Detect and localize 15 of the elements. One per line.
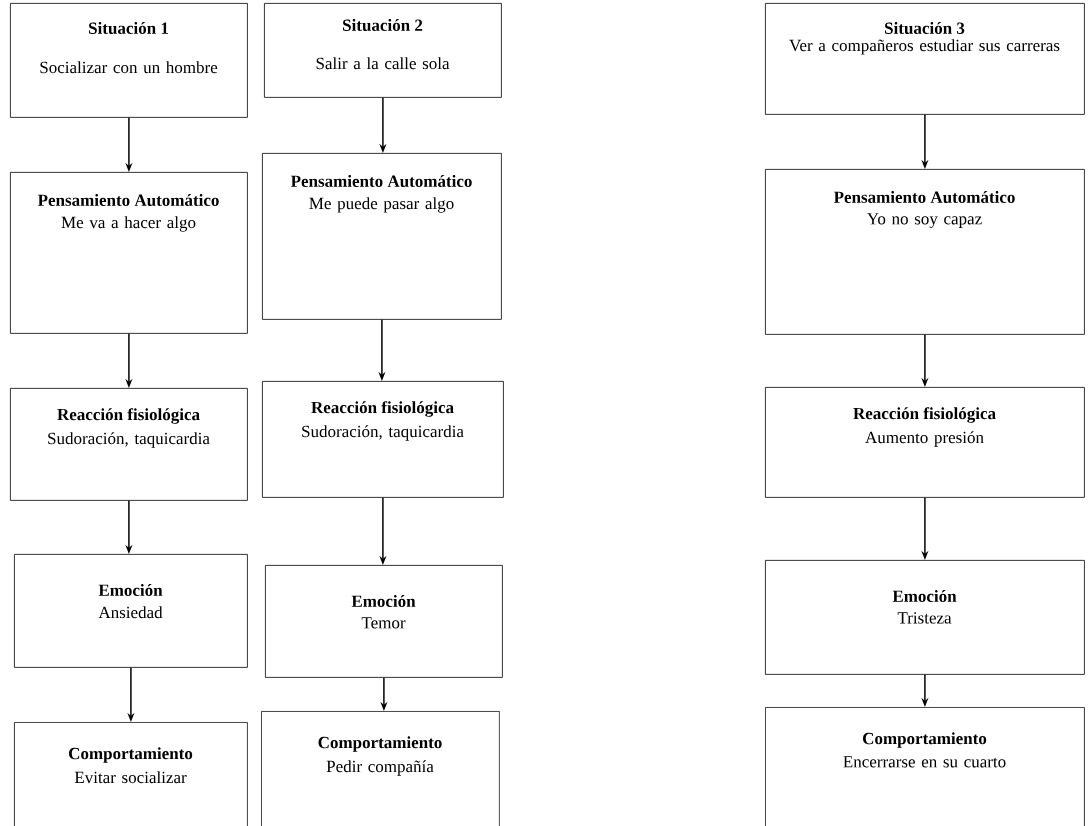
- process-box: Reacción fisiológica Sudoración, taquicardia: [262, 381, 504, 498]
- process-box: Comportamiento Pedir compañía: [261, 711, 500, 826]
- process-box: Comportamiento Evitar socializar: [14, 722, 248, 826]
- process-box: Situación 3 Ver a compañeros estudiar sus carreras: [765, 3, 1085, 115]
- process-box: Reacción fisiológica Aumento presión: [765, 387, 1085, 498]
- process-box: Pensamiento Automático Yo no soy capaz: [765, 169, 1085, 335]
- process-box: Emoción Tristeza: [765, 560, 1085, 675]
- process-box: Pensamiento Automático Me puede pasar algo: [262, 153, 502, 320]
- process-box: Situación 1 Socializar con un hombre: [10, 3, 248, 118]
- process-box: Situación 2 Salir a la calle sola: [264, 3, 502, 98]
- process-box: Pensamiento Automático Me va a hacer algo: [10, 172, 248, 334]
- process-box: Emoción Ansiedad: [14, 554, 248, 668]
- process-box: Reacción fisiológica Sudoración, taquicardia: [10, 388, 248, 501]
- process-box: Comportamiento Encerrarse en su cuarto: [765, 707, 1085, 826]
- process-box: Emoción Temor: [265, 565, 503, 678]
